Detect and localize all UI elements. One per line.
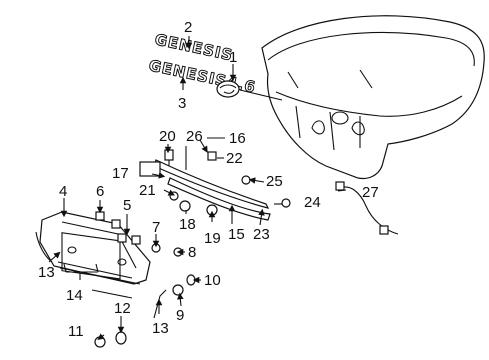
license-plate-garnish [39, 211, 151, 285]
callout-15: 15 [228, 226, 245, 243]
callout-19: 19 [204, 230, 221, 247]
callout-16: 16 [229, 130, 246, 147]
callout-20: 20 [159, 128, 176, 145]
callout-11: 11 [68, 323, 84, 340]
lower-strips [59, 267, 141, 299]
callout-6: 6 [96, 183, 104, 200]
hardware [94, 149, 399, 348]
callout-5: 5 [123, 197, 131, 214]
callout-22: 22 [226, 150, 243, 167]
callout-14: 14 [66, 287, 83, 304]
callout-17: 17 [112, 165, 129, 182]
callout-18: 18 [179, 216, 196, 233]
callout-13-bottom: 13 [152, 320, 169, 337]
callout-3: 3 [178, 95, 186, 112]
callout-23: 23 [253, 226, 270, 243]
trunk-lid [261, 15, 485, 180]
callout-26: 26 [186, 128, 203, 145]
callout-7: 7 [152, 219, 160, 236]
callout-1: 1 [229, 49, 237, 66]
callout-labels: 1 2 3 4 5 6 7 8 9 10 11 12 13 13 14 15 1… [38, 19, 379, 340]
leader-lines [48, 36, 347, 340]
callout-24: 24 [304, 194, 321, 211]
callout-21: 21 [139, 182, 156, 199]
callout-4: 4 [59, 183, 67, 200]
callout-13-left: 13 [38, 264, 55, 281]
callout-27: 27 [362, 184, 379, 201]
hyundai-emblem [216, 80, 283, 101]
trunk-lid-garnish [153, 159, 271, 221]
callout-10: 10 [204, 272, 221, 289]
molding-left [35, 231, 53, 263]
callout-8: 8 [188, 244, 196, 261]
callout-25: 25 [266, 173, 283, 190]
callout-9: 9 [176, 307, 184, 324]
callout-2: 2 [184, 19, 192, 36]
callout-12: 12 [114, 300, 131, 317]
